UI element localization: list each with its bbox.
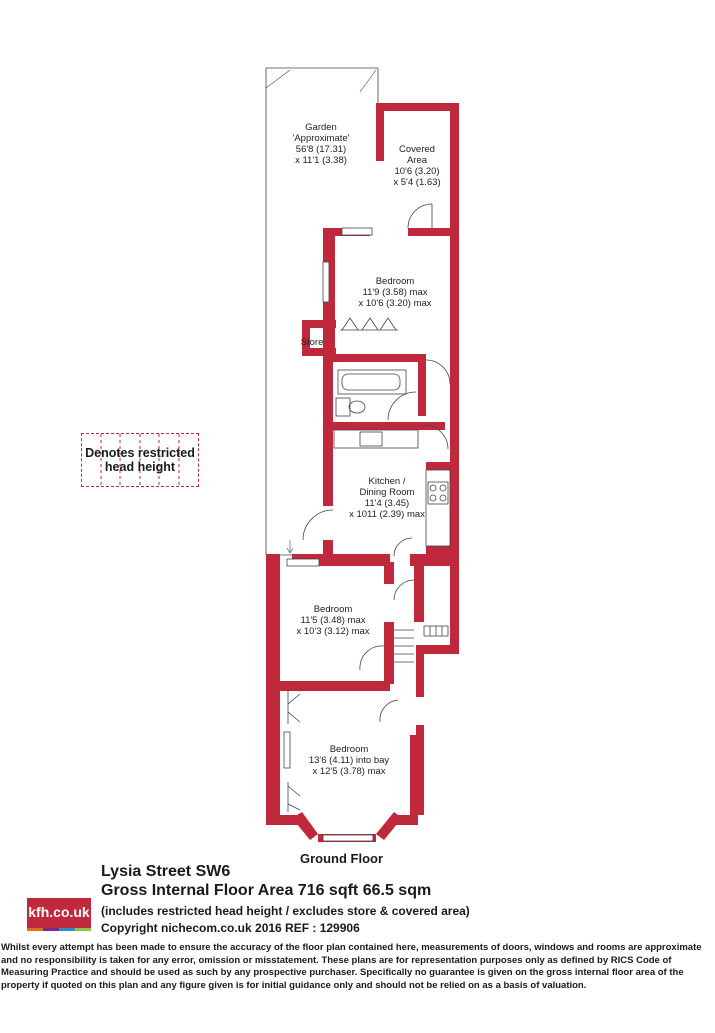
bedroom-3-dim2: x 12'5 (3.78) max — [312, 766, 386, 777]
bedroom-2-dim1: 11'5 (3.48) max — [300, 615, 366, 626]
floor-area: Gross Internal Floor Area 716 sqft 66.5 … — [101, 882, 432, 899]
entrance-arrow — [286, 540, 294, 554]
walls — [266, 103, 459, 842]
legend-line-1: Denotes restricted — [85, 446, 195, 460]
covered-name2: Area — [406, 155, 428, 166]
legend-hatch — [100, 434, 180, 486]
logo-text: kfh.co.uk — [28, 904, 90, 920]
bedroom-1-label: Bedroom 11'9 (3.58) max x 10'6 (3.20) ma… — [340, 276, 450, 309]
logo-bar-purple — [43, 928, 59, 931]
store-name: Store — [300, 337, 324, 348]
covered-area-label: Covered Area 10'6 (3.20) x 5'4 (1.63) — [384, 144, 450, 188]
kitchen-label: Kitchen / Dining Room 11'4 (3.45) x 1011… — [334, 476, 440, 520]
disclaimer: Whilst every attempt has been made to en… — [1, 942, 702, 991]
windows — [286, 227, 374, 842]
garden-dim2: x 11'1 (3.38) — [295, 155, 347, 166]
fixtures — [283, 203, 451, 812]
bedroom-1-dim2: x 10'6 (3.20) max — [358, 298, 432, 309]
garden-outline — [265, 67, 379, 556]
logo-bar-green — [75, 928, 91, 931]
store-label: Store — [294, 337, 330, 348]
garden-note: 'Approximate' — [292, 133, 350, 144]
kitchen-dim1: 11'4 (3.45) — [364, 498, 410, 509]
bedroom-3-name: Bedroom — [329, 744, 369, 755]
bedroom-1-name: Bedroom — [375, 276, 415, 287]
bedroom-1-dim1: 11'9 (3.58) max — [362, 287, 428, 298]
area-note: (includes restricted head height / exclu… — [101, 904, 470, 918]
kitchen-name2: Dining Room — [359, 487, 415, 498]
kitchen-name: Kitchen / — [368, 476, 406, 487]
copyright: Copyright nichecom.co.uk 2016 REF : 1299… — [101, 921, 360, 935]
property-info: Lysia Street SW6 Gross Internal Floor Ar… — [101, 862, 470, 936]
garden-label: Garden 'Approximate' 56'8 (17.31) x 11'1… — [276, 122, 366, 166]
floor-plan — [265, 67, 459, 842]
bedroom-2-label: Bedroom 11'5 (3.48) max x 10'3 (3.12) ma… — [278, 604, 388, 637]
bedroom-3-label: Bedroom 13'6 (4.11) into bay x 12'5 (3.7… — [294, 744, 404, 777]
covered-name: Covered — [399, 144, 435, 155]
covered-dim1: 10'6 (3.20) — [394, 166, 440, 177]
bedroom-3-dim1: 13'6 (4.11) into bay — [308, 755, 390, 766]
logo-bar-orange — [27, 928, 43, 931]
garden-dim1: 56'8 (17.31) — [295, 144, 347, 155]
bedroom-2-name: Bedroom — [313, 604, 353, 615]
logo-bar-blue — [59, 928, 75, 931]
property-address: Lysia Street SW6 — [101, 863, 231, 880]
floor-title: Ground Floor — [300, 851, 384, 866]
covered-dim2: x 5'4 (1.63) — [393, 177, 441, 188]
garden-name: Garden — [305, 122, 337, 133]
bedroom-2-dim2: x 10'3 (3.12) max — [296, 626, 370, 637]
kfh-logo: kfh.co.uk — [27, 898, 91, 931]
restricted-height-legend: Denotes restricted head height — [81, 433, 199, 487]
legend-line-2: head height — [104, 460, 176, 474]
kitchen-dim2: x 1011 (2.39) max — [349, 509, 425, 520]
